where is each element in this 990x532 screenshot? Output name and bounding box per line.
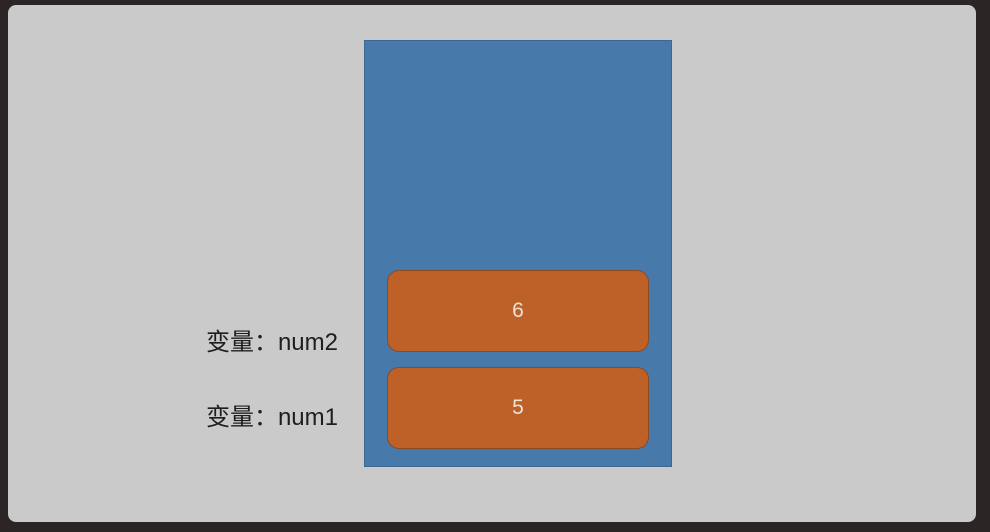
memory-cell-num1: 5 [387, 367, 649, 449]
memory-cell-num2: 6 [387, 270, 649, 352]
variable-name: num2 [277, 329, 338, 356]
cell-value: 6 [512, 299, 524, 322]
variable-prefix: 变量： [205, 328, 278, 356]
memory-block: 内存 6 5 [364, 40, 672, 467]
cell-value: 5 [512, 396, 524, 419]
variable-label-num2: 变量：num2 [206, 322, 338, 357]
variable-name: num1 [277, 404, 338, 431]
variable-label-num1: 变量：num1 [206, 397, 338, 432]
diagram-canvas: 内存 6 5 变量：num2 变量：num1 [8, 5, 976, 522]
variable-prefix: 变量： [205, 403, 278, 431]
